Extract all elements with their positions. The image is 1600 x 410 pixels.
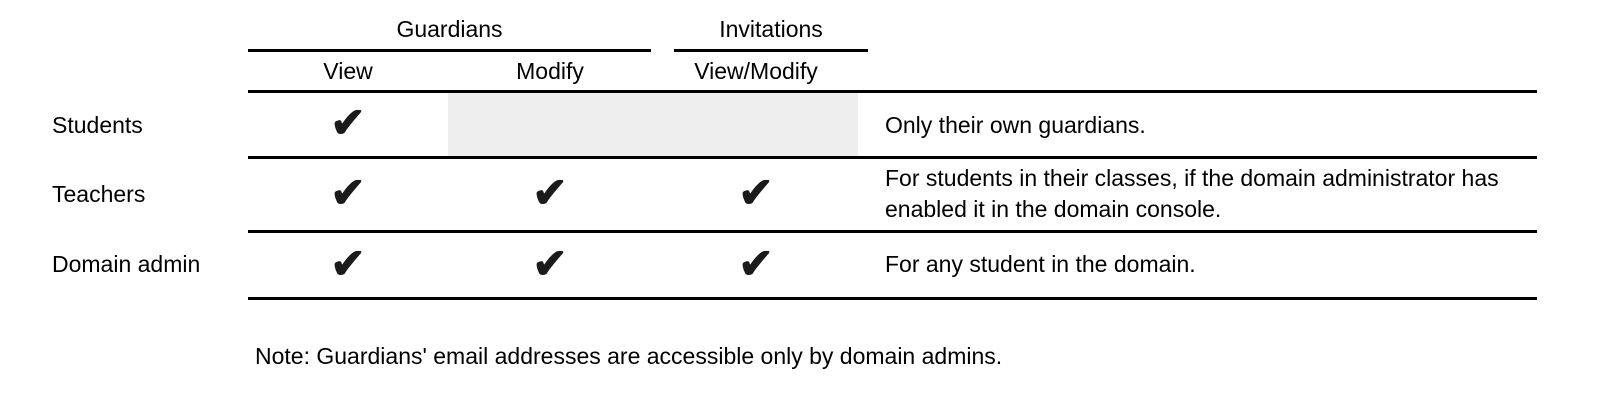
note-teachers: For students in their classes, if the do…	[885, 165, 1499, 222]
column-header-modify: Modify	[516, 58, 584, 84]
column-header-view: View	[323, 58, 373, 84]
checkmark-icon: ✔	[330, 98, 366, 146]
footnote: Note: Guardians' email addresses are acc…	[255, 343, 1003, 369]
teachers-row-rule	[248, 230, 1537, 233]
row-label-domain-admin: Domain admin	[52, 251, 201, 277]
cell-domain-admin-modify: ✔	[448, 233, 652, 297]
cell-teachers-view: ✔	[248, 159, 448, 230]
row-label-students: Students	[52, 112, 143, 138]
column-group-invitations: Invitations	[719, 16, 823, 42]
header-bottom-rule	[248, 90, 1537, 93]
cell-teachers-modify: ✔	[448, 159, 652, 230]
note-domain-admin: For any student in the domain.	[885, 251, 1196, 277]
checkmark-icon: ✔	[330, 239, 366, 287]
checkmark-icon: ✔	[738, 239, 774, 287]
students-restricted-cells	[448, 93, 858, 156]
note-students: Only their own guardians.	[885, 112, 1146, 138]
checkmark-icon: ✔	[738, 169, 774, 216]
cell-domain-admin-view-modify: ✔	[652, 233, 860, 297]
checkmark-icon: ✔	[532, 169, 568, 216]
domain-admin-row-rule	[248, 297, 1537, 300]
cell-teachers-view-modify: ✔	[652, 159, 860, 230]
cell-domain-admin-view: ✔	[248, 233, 448, 297]
invitations-group-underline	[674, 49, 868, 52]
row-label-teachers: Teachers	[52, 181, 146, 207]
guardians-group-underline	[248, 49, 651, 52]
checkmark-icon: ✔	[330, 169, 366, 216]
cell-students-view: ✔	[248, 92, 448, 156]
column-header-view-modify: View/Modify	[694, 58, 818, 84]
column-group-guardians: Guardians	[396, 16, 503, 42]
students-row-rule	[248, 156, 1537, 159]
checkmark-icon: ✔	[532, 239, 568, 287]
